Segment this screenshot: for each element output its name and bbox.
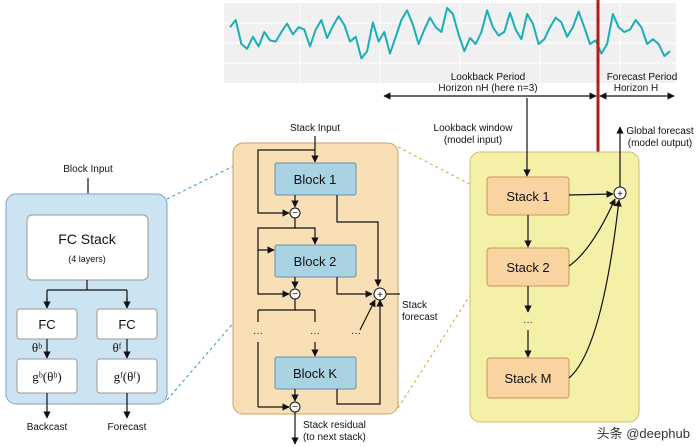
gf-label: gᶠ(θᶠ)	[114, 369, 141, 384]
stack-dots: ···	[523, 317, 533, 328]
stack-residual-label-1: Stack residual	[303, 420, 366, 431]
svg-text:−: −	[292, 289, 298, 300]
forecast-period-label: Forecast Period	[607, 72, 678, 83]
lookback-window-label-2: (model input)	[444, 135, 502, 146]
global-sum-node	[613, 186, 627, 200]
svg-text:+: +	[377, 290, 383, 301]
timeline: Lookback Period Horizon nH (here n=3) Fo…	[224, 0, 677, 168]
gb-label: gᵇ(θᵇ)	[32, 369, 61, 384]
dots-right: ···	[351, 328, 361, 339]
block-2-label: Block 2	[294, 254, 337, 269]
global-forecast-label-1: Global forecast	[626, 126, 693, 137]
fc-stack-sub: (4 layers)	[68, 254, 106, 264]
lookback-period-label: Lookback Period	[451, 72, 526, 83]
lookback-window-label-1: Lookback window	[434, 123, 514, 134]
fc-backcast-label: FC	[38, 317, 55, 332]
watermark: 头条 @deephub	[597, 426, 690, 441]
block-panel: Block Input FC Stack (4 layers) FC FC θᵇ…	[5, 164, 168, 433]
svg-text:−: −	[292, 208, 298, 219]
zoom-connector-right-top	[397, 146, 488, 194]
stack-1-label: Stack 1	[506, 189, 549, 204]
dots-left: ···	[253, 328, 263, 339]
theta-b-label: θᵇ	[32, 340, 42, 355]
model-panel-bg	[469, 151, 640, 423]
stack-panel: Stack Input Block 1 − Block 2 − + Stack …	[232, 123, 438, 445]
stack-forecast-label-1: Stack	[402, 300, 428, 311]
dots-middle: ···	[310, 328, 320, 339]
stack-m-label: Stack M	[505, 371, 552, 386]
block-1-label: Block 1	[294, 172, 337, 187]
block-1-box	[274, 162, 357, 196]
fc-stack-box	[26, 214, 149, 281]
forecast-label: Forecast	[108, 422, 147, 433]
fc-stack-label: FC Stack	[58, 231, 117, 247]
stack-input-label: Stack Input	[290, 123, 340, 134]
forecast-horizon-label: Horizon H	[614, 83, 658, 94]
series-grid	[224, 3, 676, 83]
svg-text:−: −	[292, 402, 298, 413]
block-k-box	[274, 356, 357, 390]
global-forecast-label-2: (model output)	[628, 138, 692, 149]
stack-residual-label-2: (to next stack)	[303, 432, 366, 443]
svg-text:+: +	[617, 189, 623, 200]
block-2-box	[274, 244, 357, 278]
backcast-label: Backcast	[27, 422, 68, 433]
block-k-label: Block K	[293, 366, 337, 381]
stack-2-label: Stack 2	[506, 260, 549, 275]
stack-forecast-label-2: forecast	[402, 312, 438, 323]
fc-forecast-label: FC	[118, 317, 135, 332]
lookback-horizon-label: Horizon nH (here n=3)	[438, 83, 537, 94]
block-input-label: Block Input	[63, 164, 113, 175]
model-panel: Lookback window (model input) Global for…	[434, 98, 694, 423]
theta-f-label: θᶠ	[113, 340, 122, 355]
